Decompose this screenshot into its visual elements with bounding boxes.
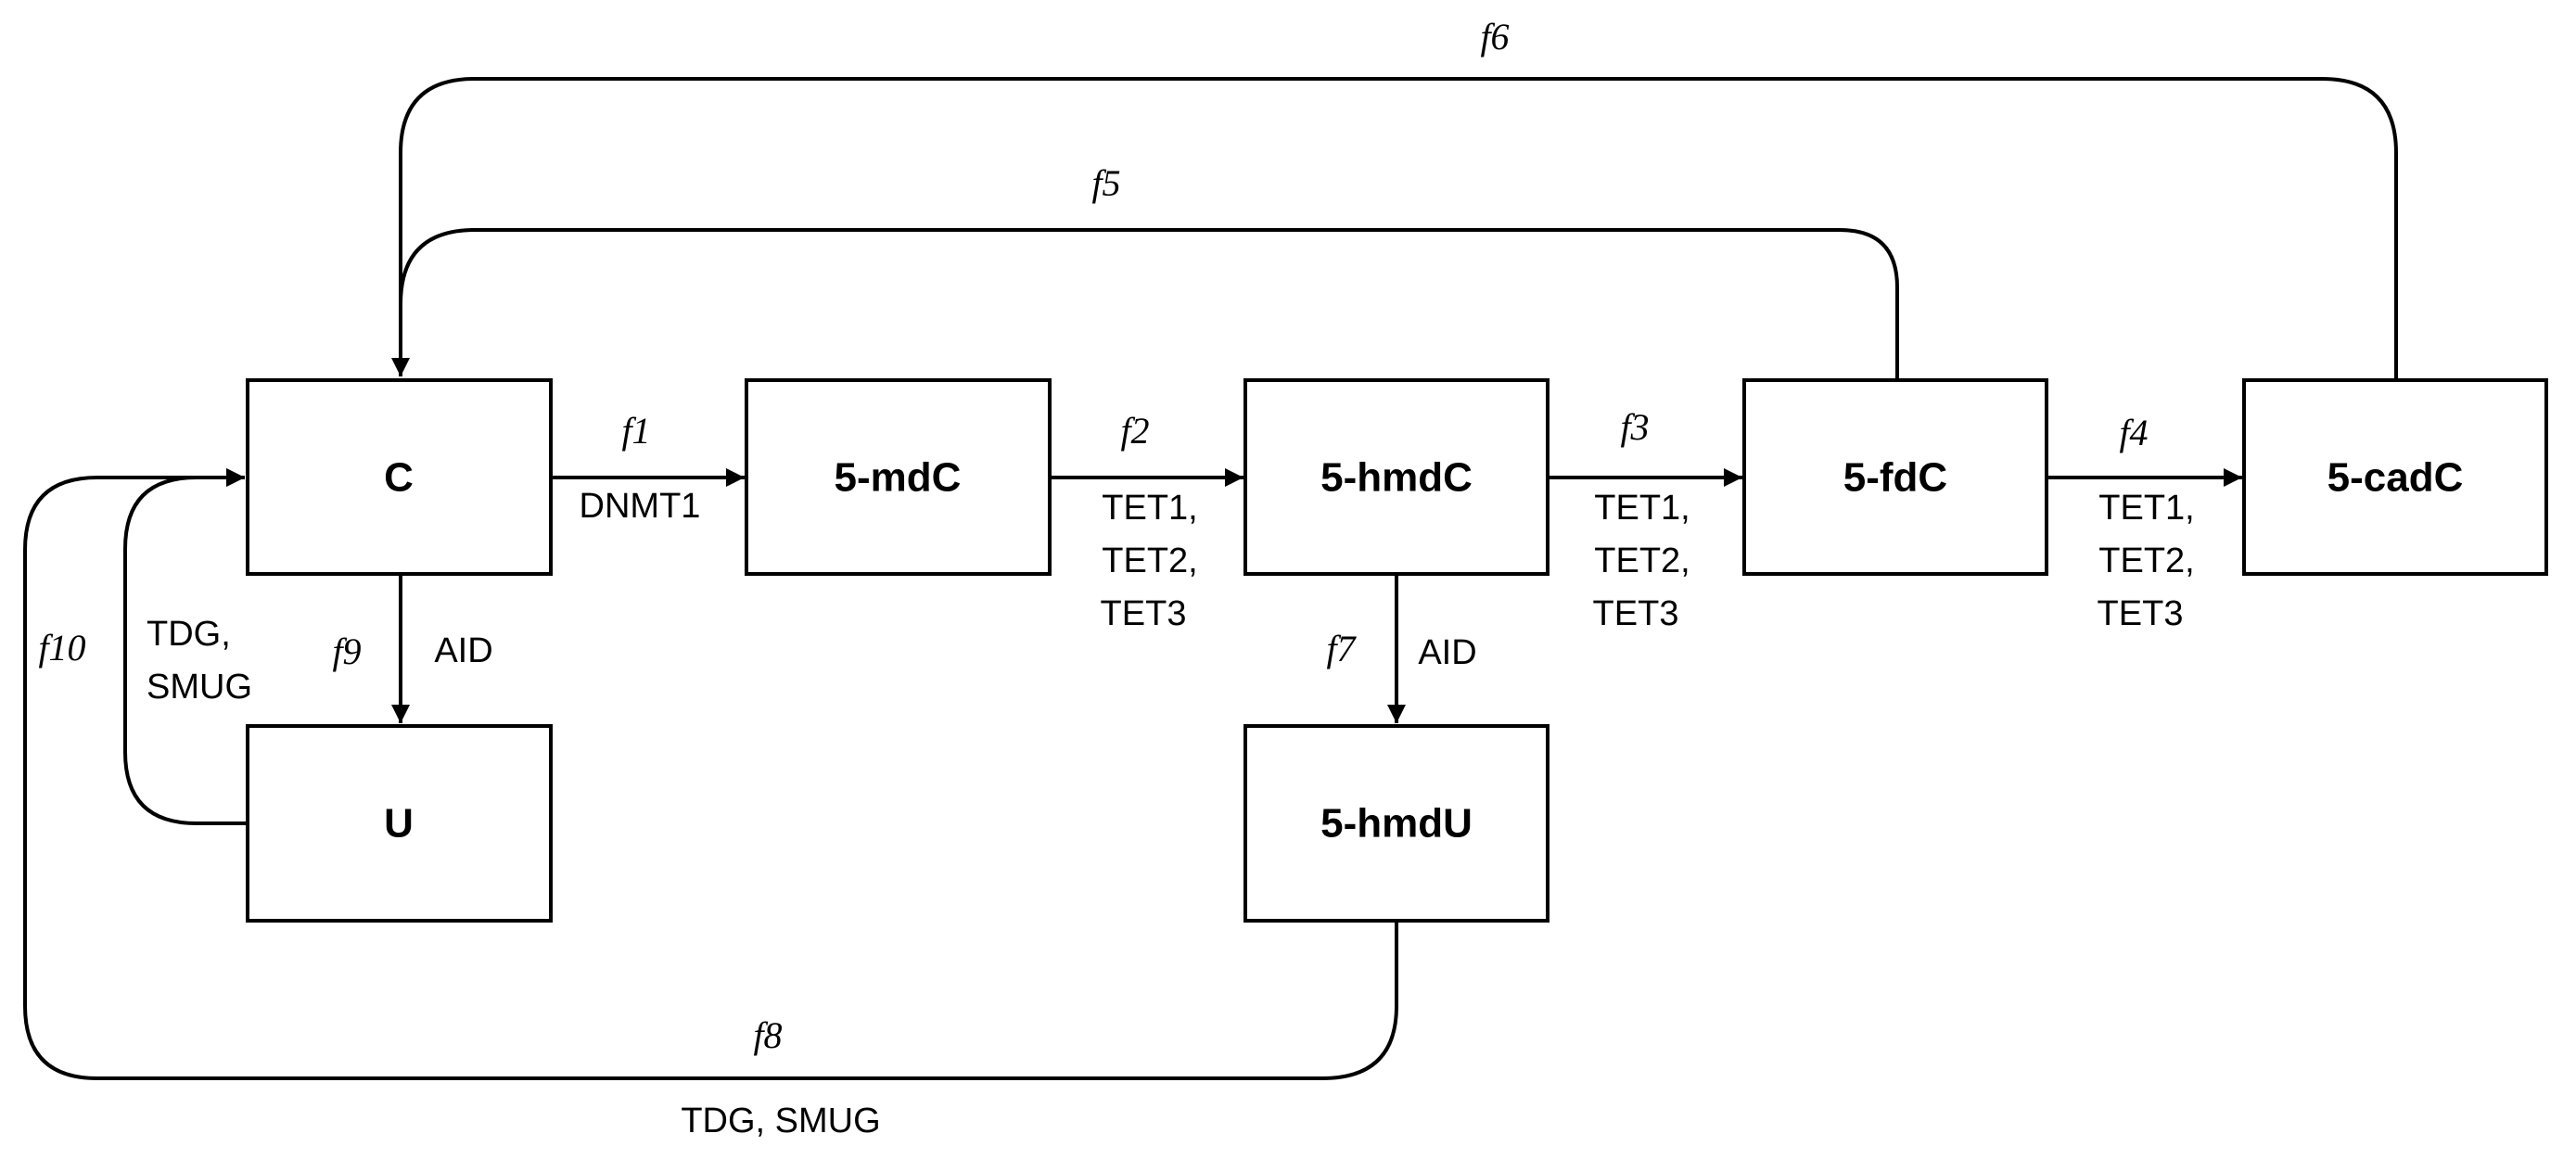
enzyme-label-f3-line1: TET1, [1594, 489, 1690, 528]
node-5-cadc-label: 5-cadC [2327, 455, 2464, 501]
node-5-mdc-label: 5-mdC [835, 455, 962, 501]
node-u: U [246, 724, 553, 923]
enzyme-label-f10-line2: SMUG [147, 668, 252, 707]
enzyme-label-f7: AID [1418, 633, 1476, 672]
enzyme-label-f1: DNMT1 [580, 487, 701, 526]
node-5-fdc: 5-fdC [1742, 378, 2048, 576]
enzyme-label-f8: TDG, SMUG [681, 1102, 880, 1140]
node-5-mdc: 5-mdC [745, 378, 1052, 576]
flux-label-f4: f4 [2119, 412, 2148, 453]
flux-label-f10: f10 [38, 627, 85, 669]
node-u-label: U [384, 801, 414, 847]
flux-label-f1: f1 [621, 410, 650, 452]
edge-f5 [399, 228, 1899, 380]
node-5-fdc-label: 5-fdC [1843, 455, 1947, 501]
flux-label-f3: f3 [1620, 406, 1649, 448]
enzyme-label-f9: AID [434, 631, 492, 670]
flux-label-f9: f9 [332, 630, 361, 672]
enzyme-label-f3-line2: TET2, [1594, 541, 1690, 580]
node-5-hmdc-label: 5-hmdC [1320, 455, 1473, 501]
flux-label-f2: f2 [1120, 410, 1149, 452]
node-5-hmdu-label: 5-hmdU [1320, 801, 1473, 847]
flux-label-f6: f6 [1480, 16, 1509, 57]
node-5-hmdu: 5-hmdU [1243, 724, 1549, 923]
enzyme-label-f4-line2: TET2, [2098, 541, 2194, 580]
node-c: C [246, 378, 553, 576]
node-c-label: C [384, 455, 414, 501]
enzyme-label-f4-line3: TET3 [2098, 594, 2184, 633]
node-5-hmdc: 5-hmdC [1243, 378, 1549, 576]
node-5-cadc: 5-cadC [2242, 378, 2548, 576]
flux-label-f5: f5 [1091, 162, 1120, 204]
edge-f6 [391, 77, 2398, 380]
enzyme-label-f2-line3: TET3 [1101, 594, 1187, 633]
enzyme-label-f10-line1: TDG, [147, 615, 231, 654]
edge-f8 [23, 468, 1398, 1080]
enzyme-label-f4-line1: TET1, [2098, 489, 2194, 528]
enzyme-label-f3-line3: TET3 [1593, 594, 1679, 633]
edge-f10 [123, 468, 248, 825]
flux-label-f8: f8 [753, 1014, 782, 1056]
enzyme-label-f2-line1: TET1, [1102, 489, 1197, 528]
flux-label-f7: f7 [1326, 628, 1357, 669]
enzyme-label-f2-line2: TET2, [1102, 541, 1197, 580]
